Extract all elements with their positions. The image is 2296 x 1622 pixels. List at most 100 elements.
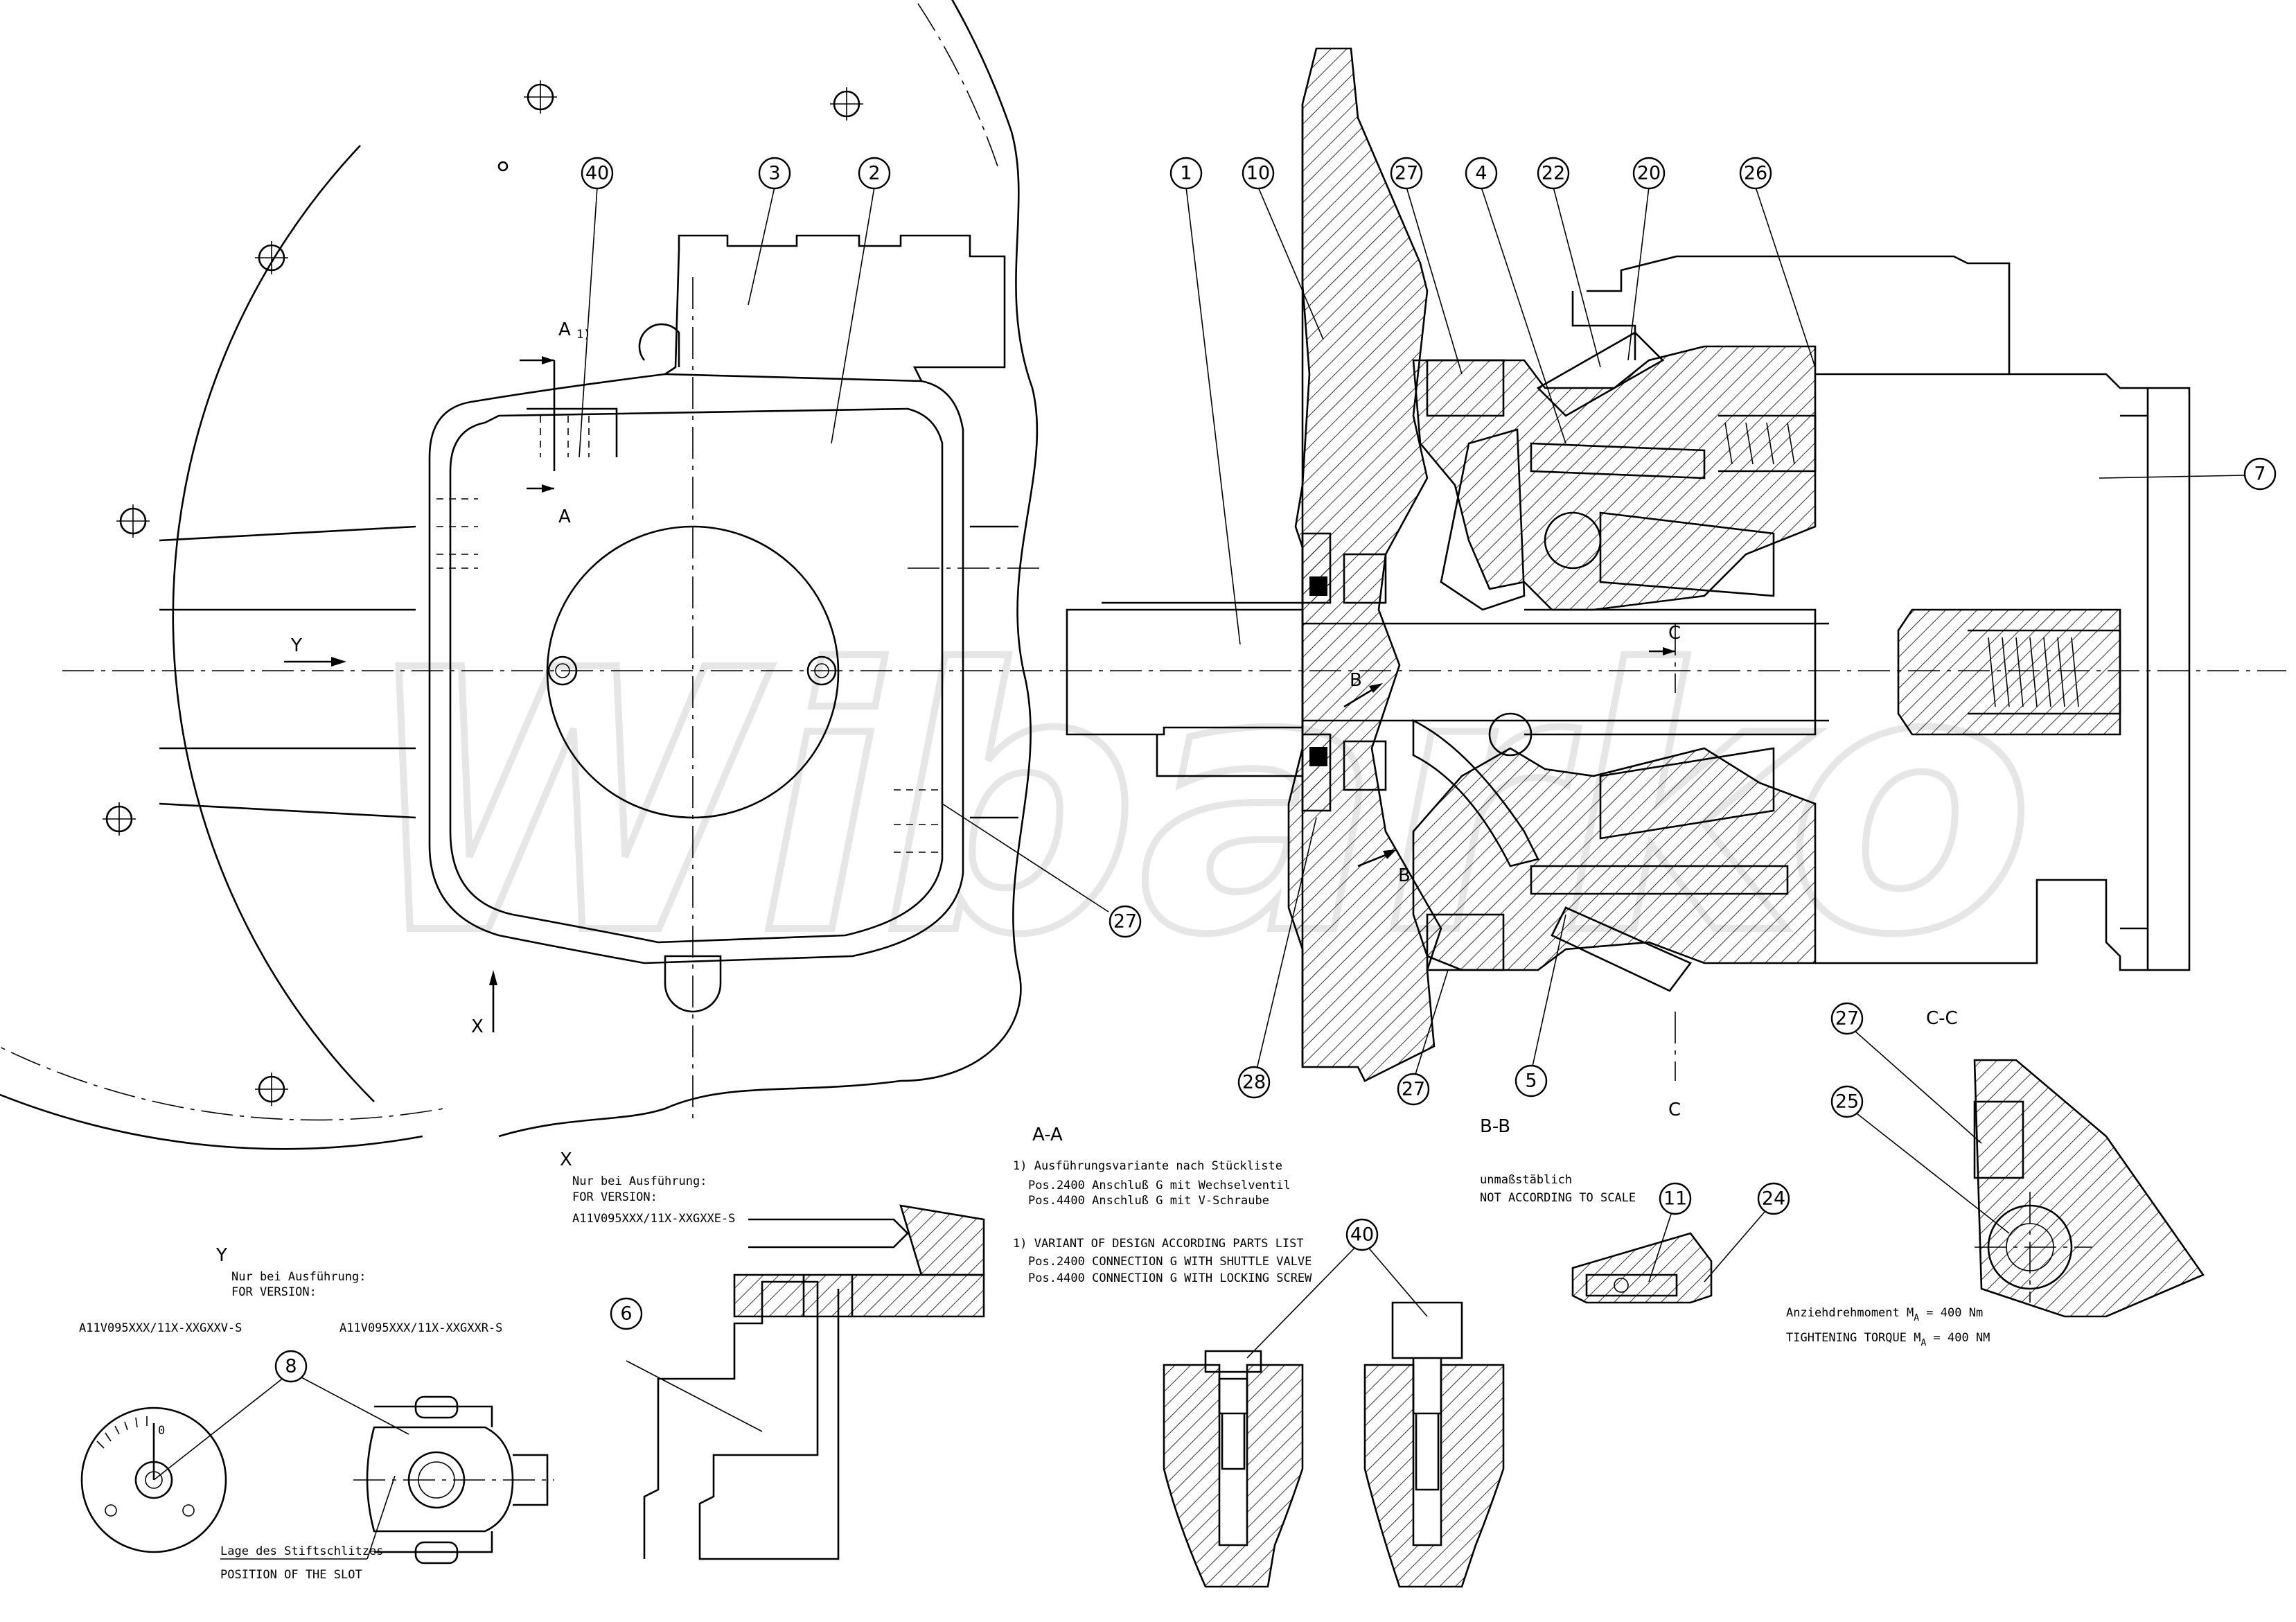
svg-text:25: 25 [1835,1091,1859,1113]
svg-text:NOT ACCORDING TO SCALE: NOT ACCORDING TO SCALE [1480,1191,1636,1205]
svg-text:28: 28 [1242,1072,1266,1093]
balloon-27-top: 27 [1390,157,1423,190]
svg-text:20: 20 [1637,163,1661,184]
plug-lower [1426,913,1505,971]
section-bb-detail: B-B unmaßstäblich NOT ACCORDING TO SCALE [1480,1116,1713,1304]
view-y-arrow: Y [284,635,346,667]
svg-text:5: 5 [1525,1070,1537,1092]
y-dial-ticks [96,1416,148,1449]
svg-text:Anziehdrehmoment MA = 400 Nm: Anziehdrehmoment MA = 400 Nm [1786,1306,1983,1323]
port-a-box [527,407,618,457]
adjust-screw-lower [1551,906,1693,992]
piston-lower [1599,747,1775,840]
detail-cc: C-C Anziehdrehmoment MA = 400 Nm TIGHTEN… [1786,1008,2205,1348]
section-b-markers: B B [1343,670,1411,886]
x-detail-screw [748,1218,909,1249]
svg-text:27: 27 [1835,1008,1859,1030]
balloon-20: 20 [1632,157,1666,190]
svg-text:7: 7 [2254,464,2266,485]
svg-text:1: 1 [1180,163,1192,184]
svg-text:A11V095XXX/11X-XXGXXV-S: A11V095XXX/11X-XXGXXV-S [79,1321,242,1335]
balloon-40-aa: 40 [1345,1218,1379,1251]
svg-text:C-C: C-C [1926,1008,1958,1029]
svg-text:27: 27 [1395,163,1418,184]
svg-text:24: 24 [1762,1188,1785,1210]
svg-text:Pos.4400 Anschluß G mit V-Schr: Pos.4400 Anschluß G mit V-Schraube [1028,1194,1269,1208]
flange-bolt-holes [103,80,863,1106]
view-x-detail: X Nur bei Ausführung: FOR VERSION: A11V0… [560,1149,985,1560]
adjust-screw-upper [1536,331,1665,417]
shaft-seal [1301,532,1387,812]
balloon-27-left: 27 [1109,905,1142,938]
section-view: B B C C [1066,47,2191,1120]
balloon-7: 7 [2243,457,2277,491]
bottom-port [664,955,722,1013]
y-connector-ears [374,1405,493,1553]
balloon-27-bottom: 27 [1397,1073,1430,1106]
balloon-10: 10 [1242,157,1275,190]
break-line-right [498,131,1039,1138]
balloon-24: 24 [1757,1182,1790,1215]
piston-ball-lower [1488,712,1533,757]
svg-text:TIGHTENING TORQUE MA = 400 NM: TIGHTENING TORQUE MA = 400 NM [1786,1331,1990,1348]
svg-text:Lage des Stiftschlitzes: Lage des Stiftschlitzes [220,1544,383,1558]
svg-text:unmaßstäblich: unmaßstäblich [1480,1173,1572,1187]
svg-text:B: B [1398,865,1411,886]
balloon-28: 28 [1237,1066,1271,1099]
svg-text:C: C [1668,1100,1681,1120]
section-a-markers: A 1) A [520,319,590,527]
screw-lower [1530,865,1789,895]
view-y-detail: Y Nur bei Ausführung: FOR VERSION: A11V0… [79,1245,554,1582]
svg-text:6: 6 [620,1303,632,1325]
balloon-22: 22 [1537,157,1570,190]
y-connector [366,1426,514,1533]
svg-text:A11V095XXX/11X-XXGXXR-S: A11V095XXX/11X-XXGXXR-S [339,1321,502,1335]
bb-body [1571,1232,1713,1304]
control-spring-bore [1968,629,2121,715]
swashplate [1440,428,1526,611]
svg-text:X: X [560,1149,572,1170]
balloon-8: 8 [274,1350,308,1383]
section-aa-detail: A-A 1) Ausführungsvariante nach Stücklis… [1013,1125,1505,1588]
control-spring [1988,637,2079,707]
cylinder-block [1524,608,1817,736]
housing-step-top [1571,291,1636,360]
svg-text:A: A [558,506,571,527]
plug-upper [1426,359,1505,417]
cc-plug [1973,1100,2024,1179]
piston-ball-upper [1544,511,1602,570]
svg-text:FOR VERSION:: FOR VERSION: [231,1285,317,1299]
rib-lines [159,525,1018,819]
balloon-25: 25 [1830,1085,1864,1118]
retaining-plate [1412,719,1539,867]
svg-text:FOR VERSION:: FOR VERSION: [572,1190,657,1204]
svg-text:Y: Y [290,635,302,656]
front-view: A 1) A Y X [0,0,2286,1150]
drive-shaft [1066,608,1304,736]
svg-text:Pos.2400 CONNECTION G WITH SHU: Pos.2400 CONNECTION G WITH SHUTTLE VALVE [1028,1255,1312,1269]
shaft-key [1102,601,1302,777]
svg-text:40: 40 [585,163,609,184]
housing-upper-section [1412,345,1817,611]
svg-text:Pos.2400 Anschluß G mit Wechse: Pos.2400 Anschluß G mit Wechselventil [1028,1179,1291,1192]
balloon-26: 26 [1739,157,1772,190]
svg-text:22: 22 [1542,163,1565,184]
svg-text:B: B [1350,670,1362,691]
svg-text:POSITION OF THE SLOT: POSITION OF THE SLOT [220,1568,362,1582]
housing-lower-section [1412,747,1817,971]
shaft-inner [1302,622,1829,722]
svg-text:11: 11 [1663,1188,1687,1210]
balloon-27-cc: 27 [1830,1002,1864,1035]
svg-text:3: 3 [768,163,780,184]
svg-text:A11V095XXX/11X-XXGXXE-S: A11V095XXX/11X-XXGXXE-S [572,1212,735,1226]
svg-text:A: A [558,319,571,340]
aa-body-right [1363,1364,1505,1588]
svg-text:B-B: B-B [1480,1116,1510,1137]
svg-text:8: 8 [285,1356,297,1377]
svg-text:27: 27 [1113,911,1137,933]
pump-housing-outline [1587,255,2149,971]
balloon-2: 2 [858,157,891,190]
x-detail-fitting [733,1273,985,1318]
bb-pin [1585,1273,1678,1297]
